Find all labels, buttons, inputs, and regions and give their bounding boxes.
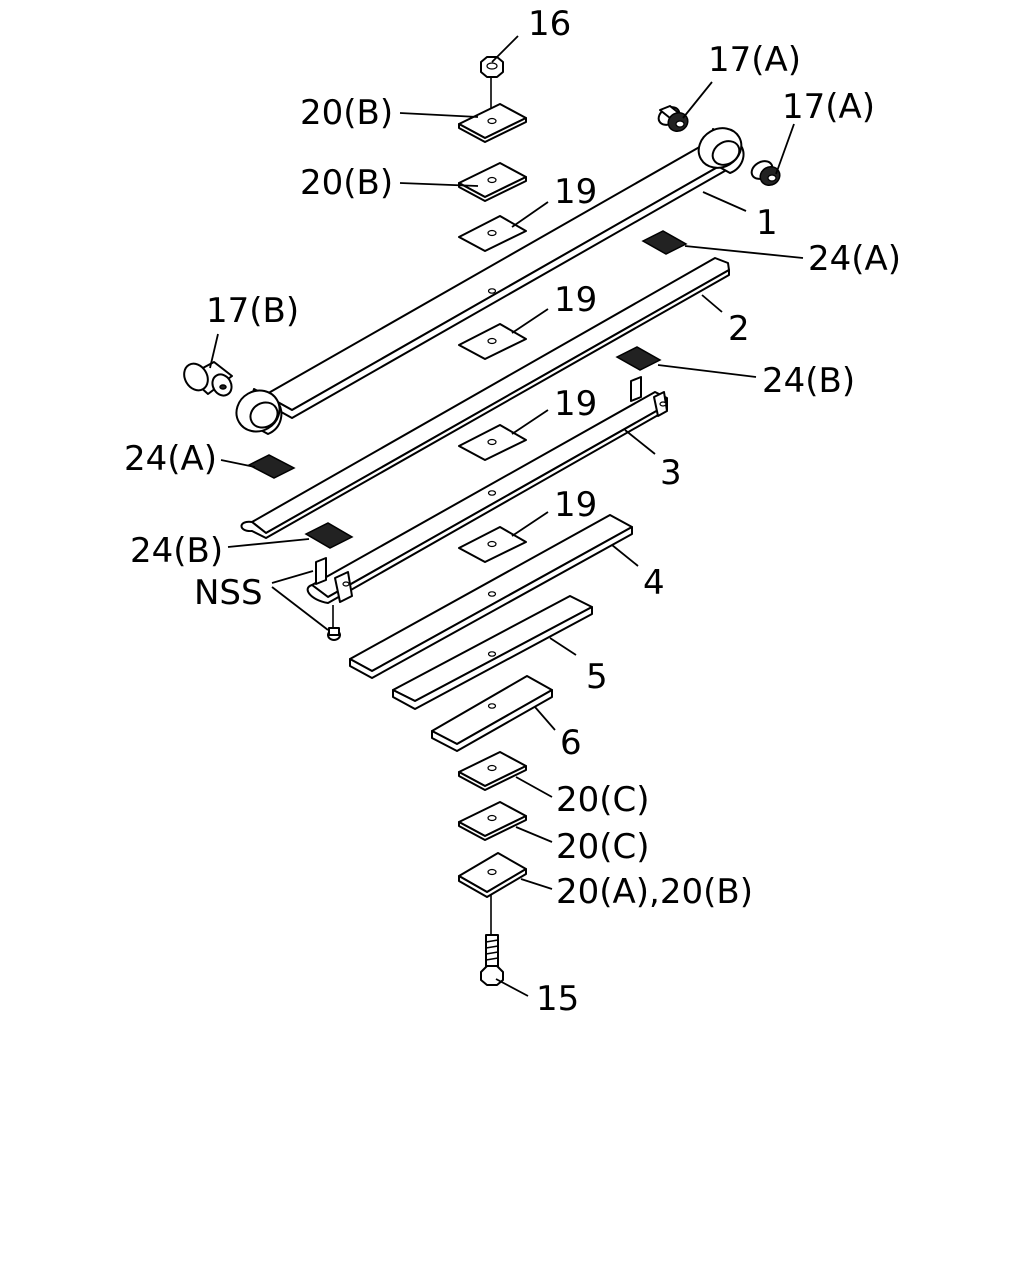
pad-24a-rear: [247, 454, 296, 479]
bolt-part-15: [480, 934, 504, 986]
callout-17a-left: 17(A): [708, 40, 801, 80]
callout-24b-front: 24(B): [762, 361, 855, 401]
callout-16: 16: [528, 4, 571, 44]
pad-19-1: [458, 215, 527, 252]
callout-3: 3: [660, 453, 682, 493]
bushing-17a-left: [657, 105, 689, 133]
callout-6: 6: [560, 723, 582, 763]
pad-19-2: [458, 323, 527, 360]
callout-17a-right: 17(A): [782, 87, 875, 127]
leaf-part-6: [431, 675, 553, 752]
pad-24b-rear: [304, 522, 354, 549]
callout-19-2: 19: [554, 280, 597, 320]
callout-19-1: 19: [554, 172, 597, 212]
callout-20c-upper: 20(C): [556, 780, 650, 820]
nss-bolt: [327, 605, 341, 641]
leaf-part-2: [240, 257, 730, 539]
callout-2: 2: [728, 309, 750, 349]
plate-20b-upper: [458, 103, 527, 143]
leaf-part-4: [349, 514, 633, 679]
callout-24a-front: 24(A): [808, 239, 901, 279]
callout-15: 15: [536, 979, 579, 1019]
callout-4: 4: [643, 563, 665, 603]
plate-20c-lower: [458, 801, 527, 841]
leaf-part-3: [306, 376, 668, 604]
pad-24b-front: [615, 346, 662, 371]
bushing-17a-right: [750, 160, 781, 187]
callout-19-3: 19: [554, 384, 597, 424]
pad-19-3: [458, 424, 527, 461]
callout-20b-lower: 20(B): [300, 163, 393, 203]
nut-part-16: [480, 56, 504, 78]
plate-20b-lower: [458, 162, 527, 202]
callout-24a-rear: 24(A): [124, 439, 217, 479]
pad-24a-front: [641, 230, 688, 255]
plate-20a-20b: [458, 852, 527, 898]
callout-19-4: 19: [554, 485, 597, 525]
leaf-part-5: [392, 595, 593, 710]
callout-nss: NSS: [194, 573, 263, 613]
main-leaf-part-1: [235, 127, 745, 435]
callout-17b: 17(B): [206, 291, 299, 331]
pad-19-4: [458, 526, 527, 563]
leader-lines: [209, 35, 804, 997]
callout-labels: 16 17(A) 17(A) 20(B) 20(B) 19 1 24(A) 17…: [124, 4, 901, 1019]
callout-20a-20b: 20(A),20(B): [556, 872, 753, 912]
bushing-17b: [183, 361, 233, 397]
callout-5: 5: [586, 657, 608, 697]
callout-20c-lower: 20(C): [556, 827, 650, 867]
callout-1: 1: [756, 203, 778, 243]
callout-24b-rear: 24(B): [130, 531, 223, 571]
plate-20c-upper: [458, 751, 527, 791]
callout-20b-upper: 20(B): [300, 93, 393, 133]
